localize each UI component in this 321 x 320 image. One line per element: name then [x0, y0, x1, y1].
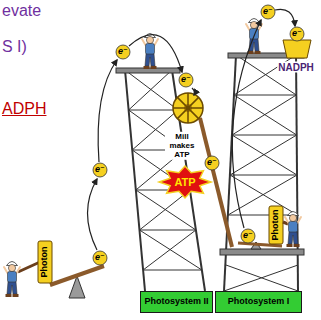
- electron-label: e⁻: [207, 158, 217, 168]
- box-label: Photosystem I: [228, 297, 290, 307]
- worker: [4, 262, 20, 298]
- electron-label: e⁻: [292, 29, 302, 39]
- mallet-head: [38, 241, 52, 283]
- photosystem-box: Photosystem I: [215, 291, 302, 313]
- worker: [285, 212, 301, 248]
- electron: [93, 5, 304, 265]
- photosystem-box: Photosystem II: [140, 291, 213, 313]
- slide-text: S I): [2, 38, 27, 56]
- psi-tower: [224, 55, 298, 291]
- bucket: [283, 40, 311, 58]
- photon-label: Photon: [40, 247, 50, 278]
- slide-link: ADPH: [2, 100, 46, 118]
- seesaw-plank: [50, 266, 104, 285]
- atp-label: ATP: [174, 176, 195, 188]
- mallet-handle: [18, 262, 40, 272]
- electron-label: e⁻: [118, 47, 128, 57]
- electron-label: e⁻: [243, 231, 253, 241]
- electron-label: e⁻: [263, 7, 273, 17]
- electron-label: e⁻: [95, 253, 105, 263]
- atp-starburst: [159, 166, 211, 198]
- photon-label: Photon: [271, 210, 281, 241]
- nadph-label: NADPH: [277, 62, 315, 73]
- mill-label: Mill makes ATP: [165, 132, 199, 160]
- slide-text: evate: [2, 2, 41, 20]
- electron-label: e⁻: [181, 75, 191, 85]
- mallet-head: [269, 206, 283, 244]
- worker: [142, 34, 158, 70]
- psi-mid-platform: [220, 249, 304, 255]
- electron-label: e⁻: [95, 165, 105, 175]
- mill-wheel: [173, 93, 203, 123]
- box-label: Photosystem II: [144, 297, 208, 307]
- electron-path: [88, 9, 296, 250]
